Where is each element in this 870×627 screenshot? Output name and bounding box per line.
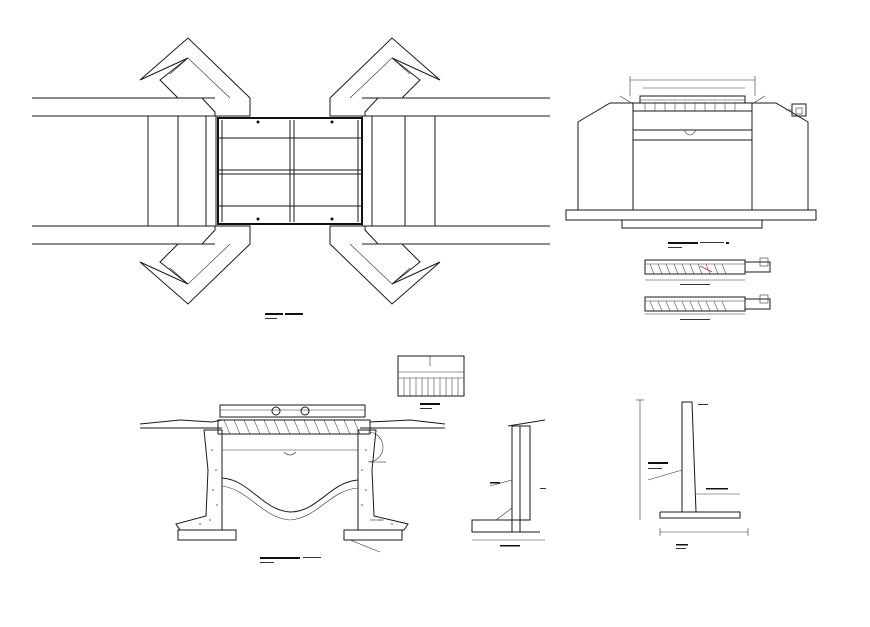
- section-a-view: [644, 257, 771, 281]
- section-b-view: [644, 294, 771, 315]
- abutment-wall-section: [471, 419, 546, 547]
- elevation-view: [565, 76, 817, 229]
- retaining-wall-section: [636, 399, 749, 549]
- railing-detail: [397, 355, 465, 397]
- plan-view: [32, 37, 550, 305]
- cross-section-view: [139, 404, 446, 553]
